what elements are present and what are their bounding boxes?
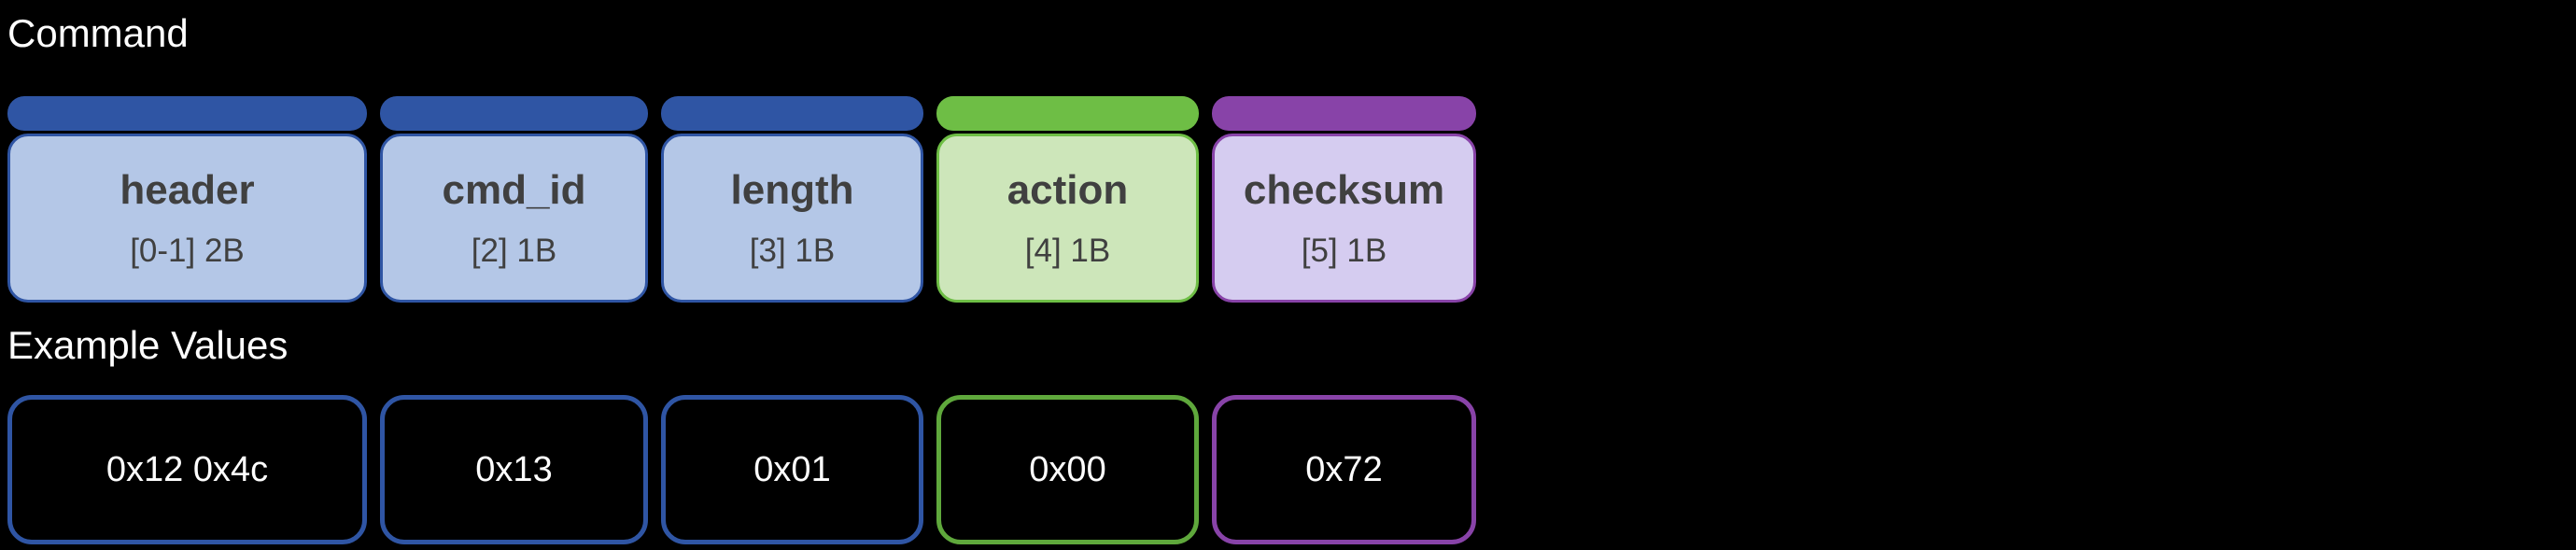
field-byte-range: [3] 1B xyxy=(749,232,836,269)
field-byte-range: [2] 1B xyxy=(471,232,557,269)
field-body: length [3] 1B xyxy=(661,134,923,303)
field-name: header xyxy=(120,166,255,213)
example-value-checksum: 0x72 xyxy=(1212,395,1476,544)
field-color-bar xyxy=(661,96,923,131)
field-byte-range: [4] 1B xyxy=(1024,232,1111,269)
field-block-cmd-id: cmd_id [2] 1B xyxy=(380,96,648,303)
command-title: Command xyxy=(7,11,189,55)
field-color-bar xyxy=(380,96,648,131)
field-block-header: header [0-1] 2B xyxy=(7,96,367,303)
example-values-title: Example Values xyxy=(7,323,289,367)
field-color-bar xyxy=(7,96,367,131)
field-color-bar xyxy=(936,96,1199,131)
field-byte-range: [0-1] 2B xyxy=(130,232,245,269)
field-name: cmd_id xyxy=(442,166,586,213)
field-byte-range: [5] 1B xyxy=(1301,232,1387,269)
example-value-action: 0x00 xyxy=(936,395,1199,544)
field-body: checksum [5] 1B xyxy=(1212,134,1476,303)
field-block-action: action [4] 1B xyxy=(936,96,1199,303)
example-value-header: 0x12 0x4c xyxy=(7,395,367,544)
command-fields-row: header [0-1] 2B cmd_id [2] 1B length [3]… xyxy=(7,96,2576,303)
field-body: action [4] 1B xyxy=(936,134,1199,303)
field-block-length: length [3] 1B xyxy=(661,96,923,303)
field-name: length xyxy=(730,166,854,213)
example-value-length: 0x01 xyxy=(661,395,923,544)
field-block-checksum: checksum [5] 1B xyxy=(1212,96,1476,303)
field-body: header [0-1] 2B xyxy=(7,134,367,303)
field-name: action xyxy=(1006,166,1129,213)
field-color-bar xyxy=(1212,96,1476,131)
example-values-row: 0x12 0x4c 0x13 0x01 0x00 0x72 xyxy=(7,395,2576,544)
field-body: cmd_id [2] 1B xyxy=(380,134,648,303)
field-name: checksum xyxy=(1243,166,1445,213)
example-value-cmd-id: 0x13 xyxy=(380,395,648,544)
